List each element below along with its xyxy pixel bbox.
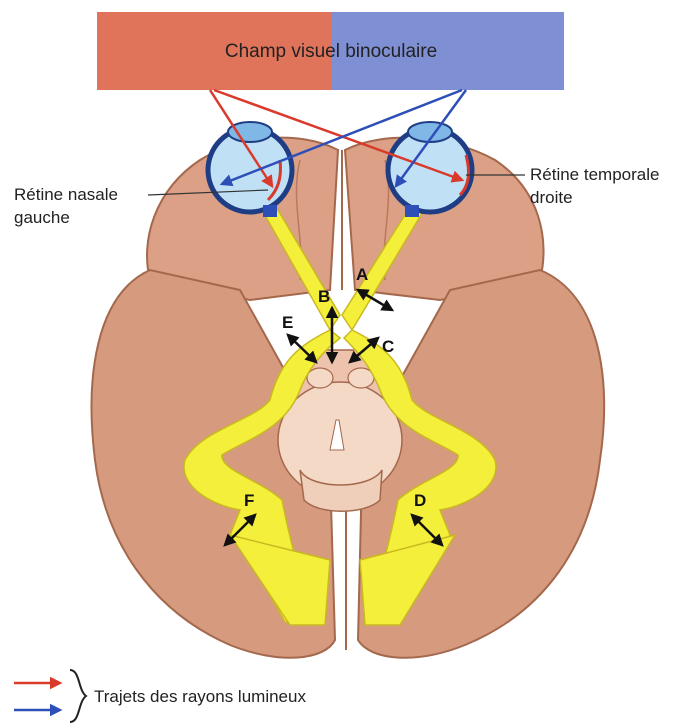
left-eye	[208, 122, 292, 217]
binocular-field-banner: Champ visuel binoculaire	[97, 12, 564, 90]
brain	[92, 138, 605, 658]
marker-c-label: C	[382, 337, 394, 356]
left-retina-label-line1: Rétine nasale	[14, 185, 118, 204]
right-retina-label-line2: droite	[530, 188, 573, 207]
marker-b-label: B	[318, 287, 330, 306]
marker-d-label: D	[414, 491, 426, 510]
legend: Trajets des rayons lumineux	[14, 670, 306, 722]
marker-a-label: A	[356, 265, 368, 284]
legend-brace	[70, 670, 86, 722]
legend-label: Trajets des rayons lumineux	[94, 687, 306, 706]
right-retina-label-line1: Rétine temporale	[530, 165, 659, 184]
marker-f-label: F	[244, 491, 254, 510]
marker-e-label: E	[282, 313, 293, 332]
left-retina-label-line2: gauche	[14, 208, 70, 227]
banner-title: Champ visuel binoculaire	[225, 41, 437, 62]
